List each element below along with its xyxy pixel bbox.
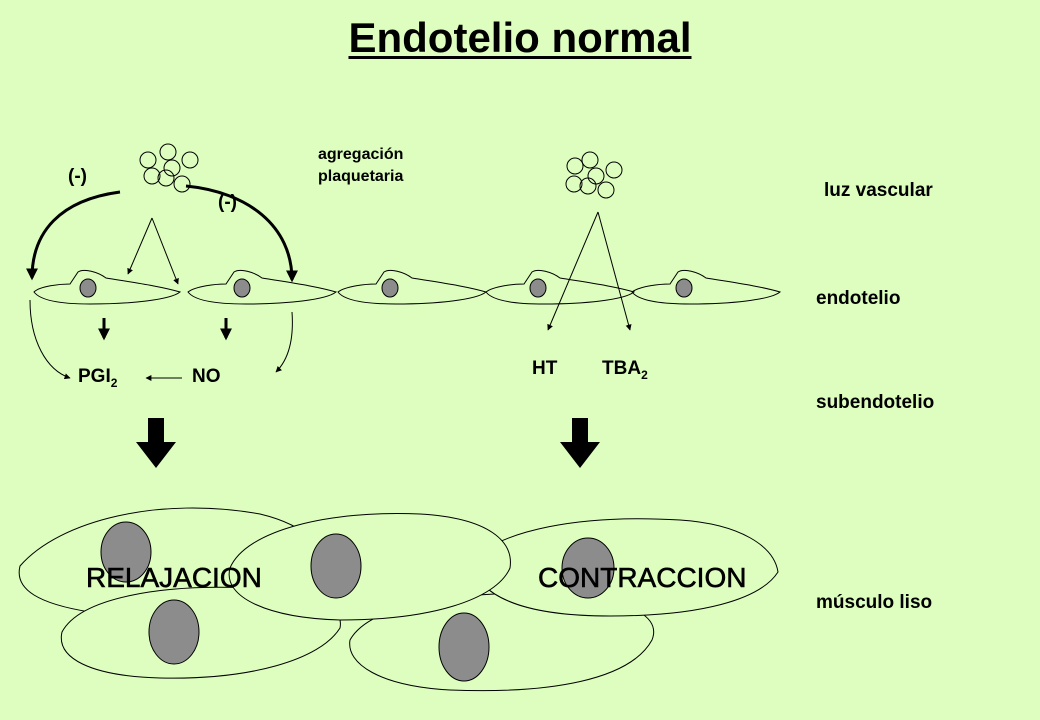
platelet-to-endothelium-arrows <box>127 217 179 285</box>
contraction-label: CONTRACCION <box>538 562 747 594</box>
tba-text: TBA <box>602 358 642 379</box>
endothelial-cell <box>631 269 782 305</box>
layer-label-endothelium: endotelio <box>816 288 901 309</box>
smooth-muscle-cell <box>228 513 511 621</box>
smooth-muscle-cells <box>18 507 779 692</box>
platelet-release-arrows <box>547 211 632 331</box>
endothelial-cell <box>33 269 182 305</box>
pgi2-label: PGI2 <box>78 366 117 390</box>
smooth-muscle-cell <box>349 592 655 692</box>
no-label: NO <box>192 366 221 387</box>
big-arrow-contraction <box>560 418 600 468</box>
layer-label-smooth-muscle: músculo liso <box>816 592 933 613</box>
endothelial-cell <box>337 269 488 305</box>
inhibition-label-left: (-) <box>68 166 87 187</box>
pgi-text: PGI <box>78 366 111 387</box>
endothelial-cell <box>187 269 338 305</box>
down-arrows-small <box>98 318 232 341</box>
platelet-cluster-left <box>139 143 199 193</box>
relaxation-label: RELAJACION <box>86 562 262 594</box>
tba-subscript: 2 <box>641 368 648 382</box>
layer-label-lumen: luz vascular <box>824 180 933 201</box>
ht-label: HT <box>532 358 558 379</box>
page-title: Endotelio normal <box>348 14 692 61</box>
pgi-subscript: 2 <box>110 376 118 390</box>
inhibition-arrows <box>26 184 298 283</box>
endothelial-cell <box>485 269 636 305</box>
platelet-aggregation-line-2: plaquetaria <box>318 168 404 185</box>
platelet-cluster-right <box>565 151 623 199</box>
inhibition-arrow-right <box>185 184 298 283</box>
tba2-label: TBA2 <box>602 358 648 382</box>
layer-label-subendothelium: subendotelio <box>816 392 935 413</box>
endothelium-cells <box>33 269 782 305</box>
platelet-aggregation-line-1: agregación <box>318 146 404 163</box>
release-arrows <box>29 299 293 381</box>
big-arrow-relaxation <box>136 418 176 468</box>
smooth-muscle-cell <box>469 518 779 617</box>
platelet-aggregation-label: agregación plaquetaria <box>318 144 403 188</box>
inhibition-arrow-left <box>26 190 121 281</box>
big-down-arrows <box>136 418 600 468</box>
inhibition-label-right: (-) <box>218 192 237 213</box>
